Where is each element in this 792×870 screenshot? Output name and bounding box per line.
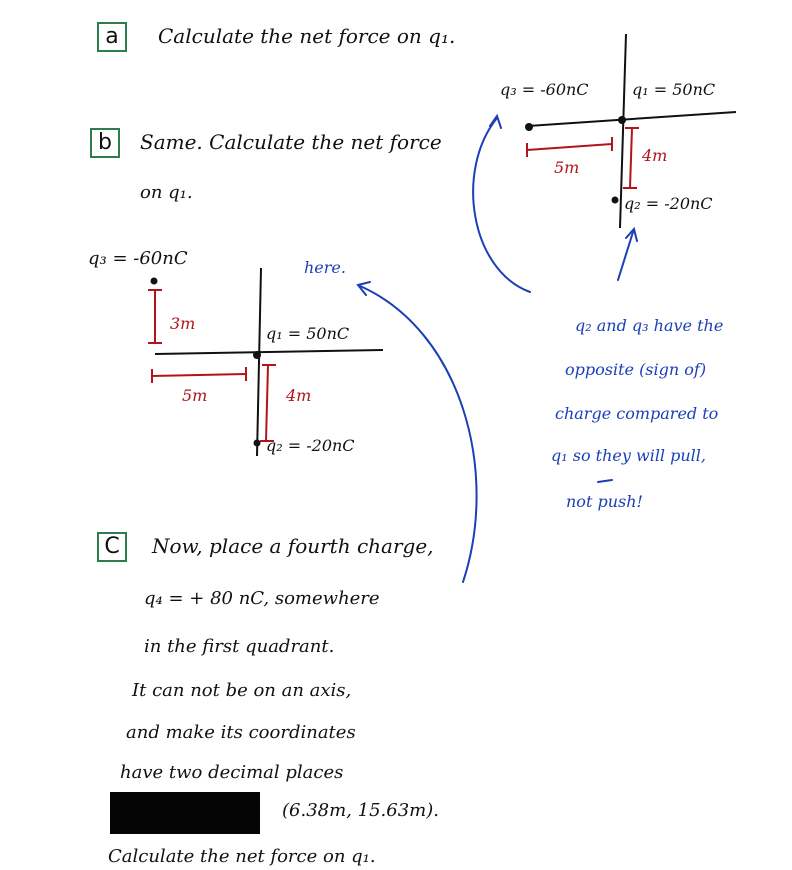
blue-arrows	[356, 113, 638, 583]
redaction-box	[110, 792, 260, 834]
arrow-to-q2-top	[617, 231, 634, 281]
diagram-top-q2-label: q₂ = -20nC	[624, 194, 713, 213]
arrow-head-q3-top	[489, 113, 502, 129]
note-line2: opposite (sign of)	[565, 360, 707, 379]
diagram-b-axes	[154, 267, 384, 457]
diagram-top-q3-label: q₃ = -60nC	[500, 80, 589, 99]
diagram-top-dimensions	[526, 127, 639, 189]
part-c-line4: It can not be on an axis,	[132, 680, 352, 701]
part-c-label: C	[104, 534, 120, 559]
note-line3: charge compared to	[555, 404, 719, 423]
diagram-b-q1-dot	[253, 351, 261, 359]
arrow-to-q3-top	[472, 117, 531, 293]
part-b-label-box: b	[90, 128, 120, 158]
part-c-label-box: C	[97, 532, 127, 562]
diagram-b-dimensions	[148, 289, 276, 442]
arrow-to-here	[359, 285, 478, 583]
part-a-text: Calculate the net force on q₁.	[158, 24, 456, 48]
diagram-top-axes	[527, 33, 737, 229]
diagram-top-y-axis	[619, 33, 627, 229]
diagram-b-q1-label: q₁ = 50nC	[266, 324, 350, 343]
diagram-top-q3-dot	[525, 123, 533, 131]
part-c-coords: (6.38m, 15.63m).	[282, 800, 439, 821]
part-c-line8: Calculate the net force on q₁.	[108, 846, 376, 867]
part-c-line2: q₄ = + 80 nC, somewhere	[144, 588, 380, 609]
part-b-line1: Same. Calculate the net force	[140, 130, 442, 154]
diagram-b-q3-dot	[150, 277, 158, 285]
diagram-b-4m-label: 4m	[286, 386, 312, 405]
note-line5: not push!	[566, 492, 643, 511]
part-b-line2: on q₁.	[140, 182, 193, 203]
diagram-b-5m-label: 5m	[182, 386, 208, 405]
part-c-line6: have two decimal places	[120, 762, 344, 783]
diagram-top-q2-dot	[611, 196, 619, 204]
note-line4: q₁ so they will pull,	[551, 446, 706, 465]
diagram-top-q1-label: q₁ = 50nC	[632, 80, 716, 99]
arrow-head-q2-top	[625, 226, 638, 242]
diagram-top-x-axis	[527, 111, 737, 127]
diagram-b-q3-label: q₃ = -60nC	[88, 248, 188, 269]
diagram-b-x-axis	[154, 349, 384, 355]
arrow-head-here	[356, 281, 371, 296]
diagram-b-q2-label: q₂ = -20nC	[266, 436, 355, 455]
diagram-b-here-text: here.	[304, 258, 346, 277]
diagram-b-y-axis	[256, 267, 262, 457]
part-b-label: b	[98, 130, 112, 155]
diagram-top-4m-label: 4m	[642, 146, 668, 165]
part-c-line3: in the first quadrant.	[144, 636, 335, 657]
part-a-label: a	[105, 24, 119, 49]
part-c-line1: Now, place a fourth charge,	[152, 534, 434, 558]
diagram-b-3m-label: 3m	[170, 314, 196, 333]
part-c-line5: and make its coordinates	[126, 722, 356, 743]
diagram-b-q2-dot	[253, 439, 261, 447]
note-line1: q₂ and q₃ have the	[575, 316, 724, 335]
part-a-label-box: a	[97, 22, 127, 52]
note-underline	[597, 479, 613, 483]
diagram-top-5m-label: 5m	[554, 158, 580, 177]
diagram-top-q1-dot	[618, 116, 626, 124]
